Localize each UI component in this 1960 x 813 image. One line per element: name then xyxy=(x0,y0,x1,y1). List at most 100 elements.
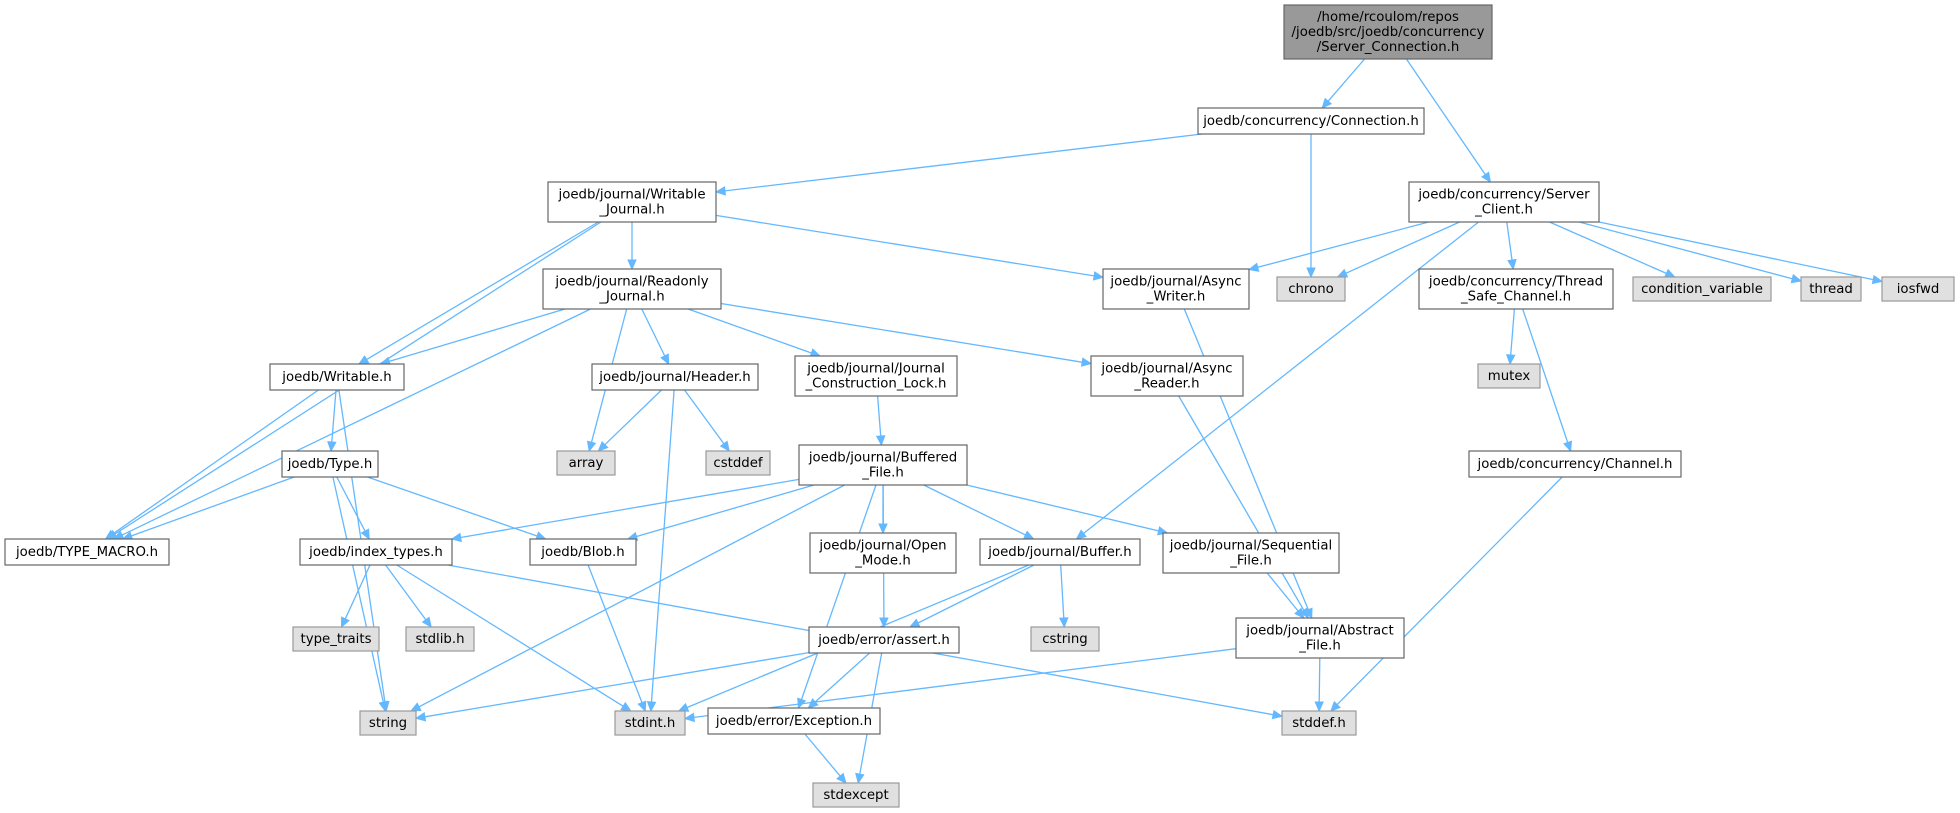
edge-buffered-file-to-sequential-file xyxy=(966,484,1169,536)
edge-line xyxy=(800,484,877,700)
node-abstract-file[interactable]: joedb/journal/Abstract_File.h xyxy=(1235,617,1405,659)
node-buffer[interactable]: joedb/journal/Buffer.h xyxy=(979,538,1141,566)
edge-arrowhead xyxy=(1075,529,1087,540)
node-type-macro[interactable]: joedb/TYPE_MACRO.h xyxy=(4,538,170,566)
node-channel[interactable]: joedb/concurrency/Channel.h xyxy=(1468,450,1682,478)
node-async-reader[interactable]: joedb/journal/Async_Reader.h xyxy=(1090,355,1244,397)
edge-async-reader-to-abstract-file xyxy=(1178,395,1309,620)
node-mutex: mutex xyxy=(1477,363,1541,389)
node-box xyxy=(798,444,968,486)
node-label: cstddef xyxy=(713,456,763,471)
edge-arrowhead xyxy=(797,697,807,710)
edge-arrowhead xyxy=(836,772,847,784)
edge-line xyxy=(923,484,1026,536)
edge-line xyxy=(1336,476,1563,706)
node-header[interactable]: joedb/journal/Header.h xyxy=(591,363,759,391)
edge-root-to-connection xyxy=(1321,58,1366,109)
edge-line xyxy=(720,302,1083,363)
node-sequential-file[interactable]: joedb/journal/Sequential_File.h xyxy=(1162,532,1340,574)
edge-line xyxy=(587,564,643,703)
edge-line xyxy=(331,389,337,443)
node-open-mode[interactable]: joedb/journal/Open_Mode.h xyxy=(809,532,957,574)
edge-arrowhead xyxy=(1481,171,1492,184)
edge-arrowhead xyxy=(409,702,422,712)
edge-line xyxy=(641,308,666,357)
edge-writable-journal-to-readonly-journal xyxy=(627,222,637,271)
node-label: iosfwd xyxy=(1897,282,1940,297)
edge-channel-to-stddef xyxy=(1330,476,1563,712)
node-label: joedb/index_types.h xyxy=(308,545,443,560)
edge-line xyxy=(604,389,662,446)
edge-arrowhead xyxy=(1247,262,1260,272)
edge-line xyxy=(1579,221,1793,280)
node-label: _Mode.h xyxy=(854,554,911,569)
node-async-writer[interactable]: joedb/journal/Async_Writer.h xyxy=(1102,268,1250,310)
node-box xyxy=(281,450,379,478)
node-label: joedb/concurrency/Thread xyxy=(1428,275,1603,290)
edge-construction-lock-to-buffered-file xyxy=(875,395,886,447)
node-label: joedb/journal/Async xyxy=(1109,275,1241,290)
edge-arrowhead xyxy=(1330,700,1341,712)
edge-arrowhead xyxy=(1314,701,1324,713)
edge-arrowhead xyxy=(1271,709,1284,720)
node-label: _File.h xyxy=(1229,554,1272,569)
edge-buffer-to-assert xyxy=(908,564,1035,628)
node-thread: thread xyxy=(1800,276,1862,302)
node-writable-journal[interactable]: joedb/journal/Writable_Journal.h xyxy=(547,181,717,223)
node-label: _Safe_Channel.h xyxy=(1460,290,1571,305)
node-box xyxy=(556,450,616,476)
node-box xyxy=(1162,532,1340,574)
node-label: _File.h xyxy=(861,466,904,481)
edge-server-client-to-async-writer xyxy=(1247,221,1429,272)
edge-line xyxy=(424,651,810,718)
node-buffered-file[interactable]: joedb/journal/Buffered_File.h xyxy=(798,444,968,486)
edge-assert-to-string xyxy=(414,651,810,722)
edge-arrowhead xyxy=(378,700,388,713)
node-index-types[interactable]: joedb/index_types.h xyxy=(299,538,453,566)
node-readonly-journal[interactable]: joedb/journal/Readonly_Journal.h xyxy=(542,268,722,310)
edge-arrowhead xyxy=(586,440,597,453)
node-label: stddef.h xyxy=(1292,716,1346,731)
node-box xyxy=(1276,276,1346,302)
node-thread-safe-channel[interactable]: joedb/concurrency/Thread_Safe_Channel.h xyxy=(1418,268,1614,310)
edge-index-types-to-stdint xyxy=(396,564,632,712)
edge-line xyxy=(636,484,815,538)
node-writable[interactable]: joedb/Writable.h xyxy=(269,363,405,391)
node-construction-lock[interactable]: joedb/journal/Journal_Construction_Lock.… xyxy=(794,355,958,397)
node-assert[interactable]: joedb/error/assert.h xyxy=(808,626,960,654)
node-exception[interactable]: joedb/error/Exception.h xyxy=(707,707,881,735)
node-layer: /home/rcoulom/repos/joedb/src/joedb/conc… xyxy=(4,4,1955,808)
edge-type-to-index-types xyxy=(336,476,370,541)
node-box xyxy=(529,538,637,566)
node-box xyxy=(1800,276,1862,302)
edge-buffered-file-to-index-types xyxy=(450,478,800,543)
edge-writable-to-type xyxy=(327,389,337,453)
edge-readonly-journal-to-writable xyxy=(379,308,566,366)
node-server-client[interactable]: joedb/concurrency/Server_Client.h xyxy=(1408,181,1600,223)
edge-arrowhead xyxy=(879,617,889,629)
edge-line xyxy=(724,133,1203,192)
node-label: stdexcept xyxy=(823,788,888,803)
node-stdint: stdint.h xyxy=(614,710,686,736)
node-type-traits: type_traits xyxy=(292,626,380,652)
edge-thread-safe-channel-to-mutex xyxy=(1505,308,1516,366)
node-label: _Client.h xyxy=(1474,203,1533,218)
node-label: /joedb/src/joedb/concurrency xyxy=(1292,25,1485,40)
edge-exception-to-stdexcept xyxy=(804,733,847,784)
edge-line xyxy=(804,733,841,777)
node-box xyxy=(794,355,958,397)
edge-header-to-array xyxy=(597,389,662,452)
edge-header-to-stdint xyxy=(646,389,675,713)
node-blob[interactable]: joedb/Blob.h xyxy=(529,538,637,566)
edge-line xyxy=(396,564,624,707)
node-label: joedb/journal/Buffer.h xyxy=(987,545,1131,560)
node-label: joedb/error/Exception.h xyxy=(715,714,872,729)
node-label: /Server_Connection.h xyxy=(1317,40,1460,55)
edge-line xyxy=(1257,221,1429,268)
edge-line xyxy=(1266,572,1299,612)
node-connection[interactable]: joedb/concurrency/Connection.h xyxy=(1197,107,1425,135)
node-type[interactable]: joedb/Type.h xyxy=(281,450,379,478)
node-label: _Journal.h xyxy=(598,290,664,305)
edge-readonly-journal-to-header xyxy=(641,308,670,366)
node-box xyxy=(4,538,170,566)
